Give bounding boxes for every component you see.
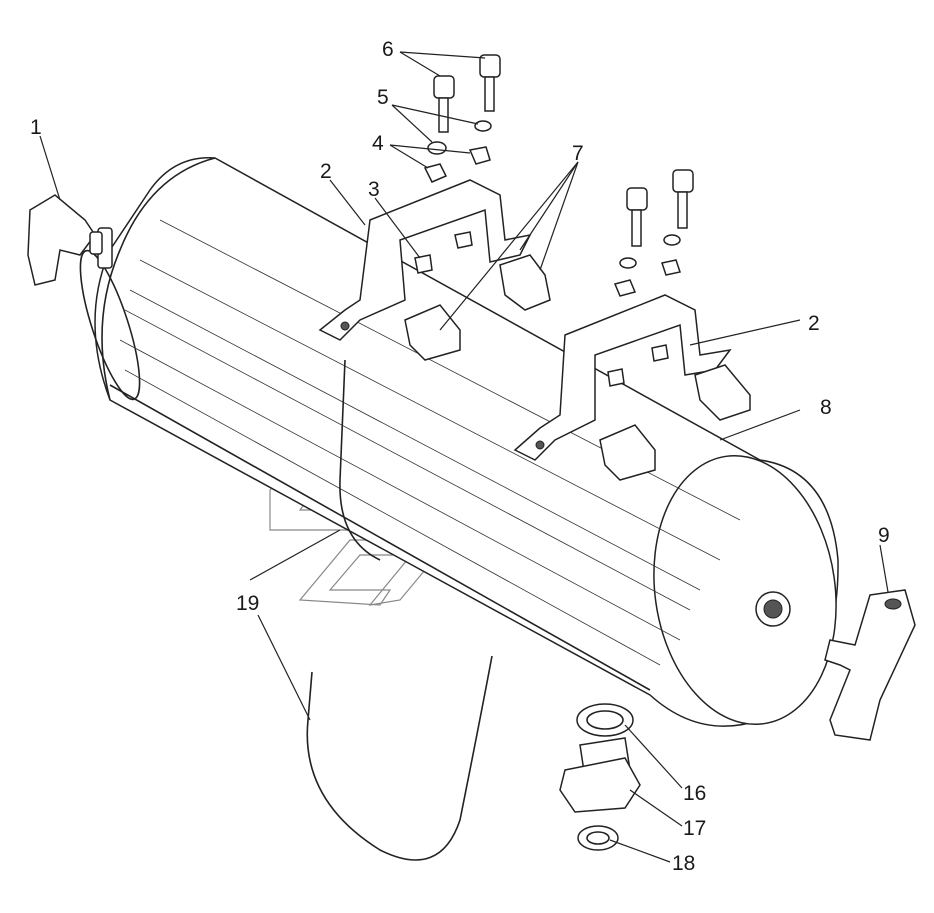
- air-tank: [79, 157, 839, 727]
- callout-5: 5: [377, 86, 389, 109]
- callout-3: 3: [368, 178, 380, 201]
- callout-9: 9: [878, 524, 890, 547]
- tee-fitting: [824, 589, 916, 741]
- callout-4: 4: [372, 132, 384, 155]
- tank-strap-loose: [306, 655, 493, 861]
- fasteners: [414, 54, 694, 387]
- callout-2-front-bracket: 2: [320, 160, 332, 183]
- callout-8: 8: [820, 396, 832, 419]
- rubber-pads: [404, 254, 751, 481]
- callout-19: 19: [236, 592, 259, 615]
- mounting-bracket-rear: [513, 294, 732, 461]
- callout-17: 17: [683, 817, 706, 840]
- drain-plug-assembly: [559, 703, 641, 851]
- callout-1: 1: [30, 116, 42, 139]
- callout-2-rear-bracket: 2: [808, 312, 820, 335]
- callout-18: 18: [672, 852, 695, 875]
- elbow-fitting: [27, 194, 103, 286]
- leader-lines: [39, 51, 889, 863]
- mounting-bracket-front: [318, 179, 532, 341]
- tank-strap-installed: [339, 359, 381, 561]
- callout-16: 16: [683, 782, 706, 805]
- callout-labels: 1 2 2 3 4 5 6 7 8 9 16 17 18 19: [30, 38, 890, 875]
- callout-6: 6: [382, 38, 394, 61]
- callout-7: 7: [572, 142, 584, 165]
